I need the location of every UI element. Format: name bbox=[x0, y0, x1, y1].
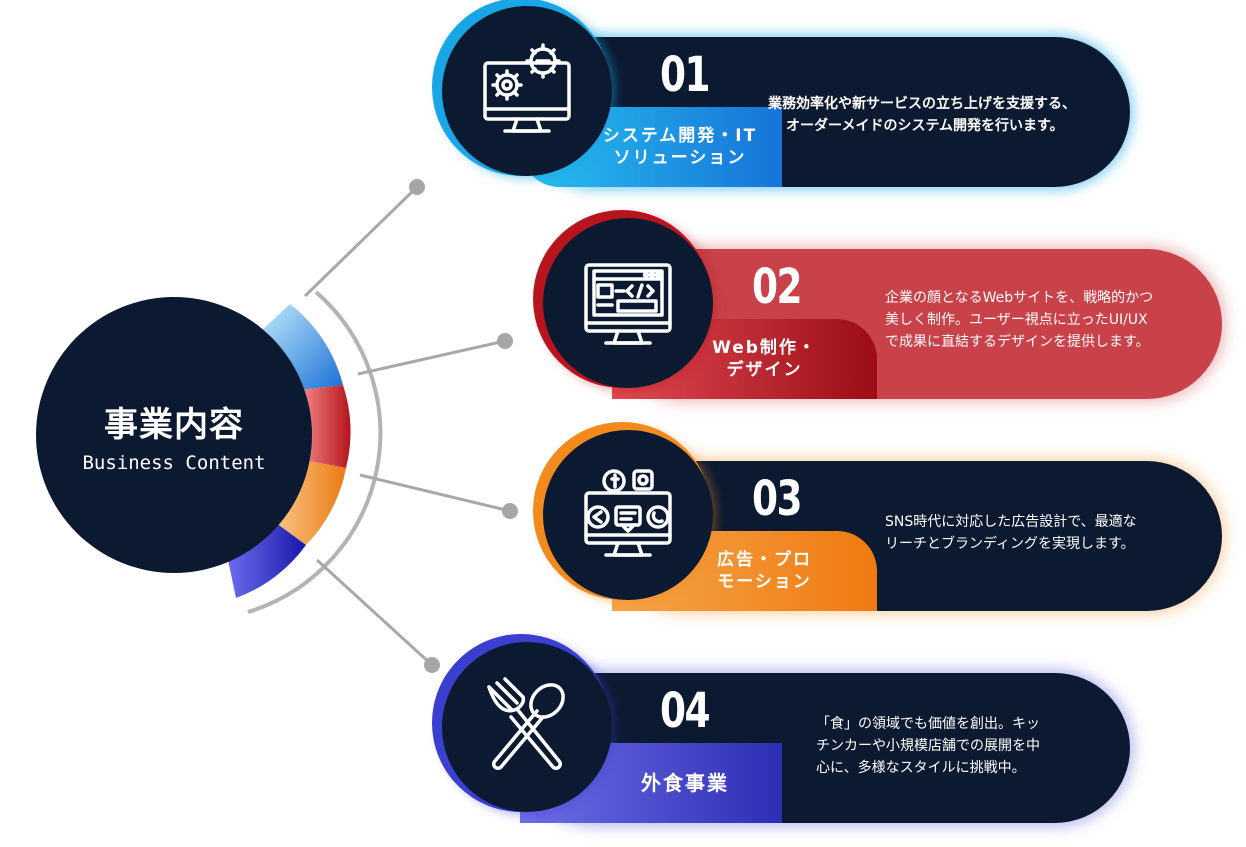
ring-segment-indigo bbox=[228, 520, 306, 598]
connector-04 bbox=[315, 558, 434, 667]
ring-segment-blue bbox=[262, 304, 343, 390]
gear-monitor-icon bbox=[483, 43, 571, 133]
service-number-01: 01 bbox=[660, 47, 711, 103]
service-desc-01: 業務効率化や新サービスの立ち上げを支援する、 オーダーメイドのシステム開発を行い… bbox=[768, 96, 1076, 134]
service-number-04: 04 bbox=[660, 683, 711, 739]
outer-arc bbox=[247, 290, 383, 614]
service-desc-02: 企業の顔となるWebサイトを、戦略的かつ 美しく制作。ユーザー視点に立ったUI/… bbox=[885, 290, 1154, 350]
hub-title: 事業内容 bbox=[104, 404, 244, 445]
service-card-02: Web制作・ デザイン 02 企業の顔となるWebサイトを、戦略的かつ 美しく制… bbox=[612, 249, 1222, 399]
service-badge-04 bbox=[442, 642, 612, 812]
connector-03 bbox=[359, 473, 511, 513]
service-card-01: システム開発・IT ソリューション 01 業務効率化や新サービスの立ち上げを支援… bbox=[520, 37, 1130, 187]
connector-dot-04 bbox=[424, 657, 440, 673]
service-number-02: 02 bbox=[752, 259, 803, 315]
connector-dot-03 bbox=[502, 503, 518, 519]
ring-segments bbox=[228, 304, 351, 598]
connector-dot-02 bbox=[497, 333, 513, 349]
service-badge-02 bbox=[543, 218, 713, 388]
connector-02 bbox=[357, 339, 506, 376]
hub-circle: 事業内容 Business Content bbox=[36, 297, 312, 573]
connector-dot-01 bbox=[409, 179, 425, 195]
service-badge-01 bbox=[442, 6, 612, 176]
service-card-04: 外食事業 04 「食」の領域でも価値を創出。キッ チンカーや小規模店舗での展開を… bbox=[520, 673, 1130, 823]
service-desc-04: 「食」の領域でも価値を創出。キッ チンカーや小規模店舗での展開を中 心に、多様な… bbox=[816, 716, 1040, 776]
connector-01 bbox=[303, 185, 419, 298]
service-card-03: 広告・プロ モーション 03 SNS時代に対応した広告設計で、最適な リーチとブ… bbox=[612, 461, 1222, 611]
code-window-icon bbox=[584, 263, 672, 345]
fork-spoon-icon bbox=[487, 677, 565, 770]
service-number-03: 03 bbox=[752, 471, 803, 527]
service-desc-03: SNS時代に対応した広告設計で、最適な リーチとブランディングを実現します。 bbox=[885, 514, 1137, 552]
service-badge-03 bbox=[543, 430, 713, 600]
social-monitor-icon bbox=[584, 469, 672, 557]
ring-segment-red bbox=[300, 385, 351, 468]
hub-subtitle: Business Content bbox=[82, 451, 266, 474]
ring-segment-orange bbox=[272, 460, 346, 545]
